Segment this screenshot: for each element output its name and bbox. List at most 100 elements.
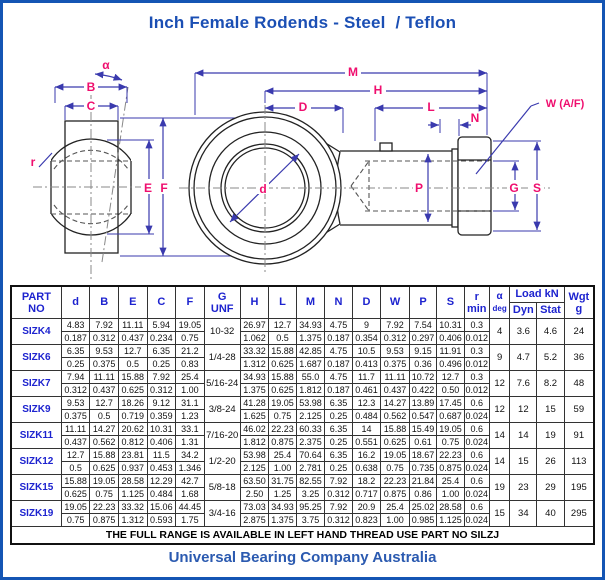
table-cell: 0.422 — [408, 383, 438, 397]
table-cell: 12.7 — [89, 396, 119, 410]
table-cell: 7.92 — [146, 370, 177, 384]
table-cell: 0.406 — [146, 435, 177, 449]
table-cell: 55.0 — [295, 370, 326, 384]
table-cell: 14.27 — [380, 396, 410, 410]
table-cell: 0.312 — [89, 331, 119, 345]
table-cell: 0.6 — [463, 474, 490, 488]
dimension-table-wrapper: PART NO d B E C F G UNF H L M N — [10, 285, 595, 545]
table-cell: 0.625 — [89, 461, 119, 475]
table-cell: 15 — [536, 396, 565, 423]
table-cell: 19.05 — [175, 318, 205, 332]
table-cell: 44.45 — [175, 500, 205, 514]
table-cell: 4.75 — [324, 370, 353, 384]
col-header-L: L — [268, 285, 297, 319]
table-cell: 4.7 — [509, 344, 538, 371]
table-cell: 9.53 — [89, 344, 119, 358]
table-cell: 0.719 — [117, 409, 148, 423]
table-cell: 0.024 — [463, 513, 490, 527]
table-cell: 31.1 — [175, 396, 205, 410]
table-cell: 1.375 — [295, 331, 326, 345]
table-cell: 19 — [488, 474, 511, 501]
table-cell: SIZK19 — [10, 500, 62, 527]
table-cell: 0.937 — [117, 461, 148, 475]
col-header-E: E — [117, 285, 148, 319]
table-cell: 0.562 — [380, 409, 410, 423]
table-cell: 2.50 — [239, 487, 270, 501]
table-cell: 41.28 — [239, 396, 270, 410]
table-cell: 6.35 — [324, 448, 353, 462]
table-cell: 1.375 — [239, 383, 270, 397]
table-cell: 9.53 — [380, 344, 410, 358]
table-cell: 18.67 — [408, 448, 438, 462]
table-cell: SIZK6 — [10, 344, 62, 371]
table-cell: 0.3 — [463, 370, 490, 384]
col-header-part: PART NO — [10, 285, 62, 319]
table-cell: 1.625 — [239, 409, 270, 423]
table-cell: 14 — [351, 422, 382, 436]
table-cell: 8.2 — [536, 370, 565, 397]
table-cell: 7/16-20 — [203, 422, 241, 449]
table-cell: 26.97 — [239, 318, 270, 332]
table-cell: 10.72 — [408, 370, 438, 384]
table-cell: 0.187 — [60, 331, 91, 345]
table-cell: SIZK7 — [10, 370, 62, 397]
table-cell: 0.75 — [436, 435, 465, 449]
table-cell: 1.375 — [268, 513, 297, 527]
table-cell: 1/4-28 — [203, 344, 241, 371]
table-cell: 1.00 — [380, 513, 410, 527]
table-cell: 0.875 — [380, 487, 410, 501]
table-cell: 11.11 — [89, 370, 119, 384]
table-cell: 1.687 — [295, 357, 326, 371]
table-cell: 0.312 — [146, 383, 177, 397]
col-header-H: H — [239, 285, 270, 319]
dim-label-W: W (A/F) — [546, 98, 585, 110]
dim-label-L: L — [427, 100, 434, 114]
table-cell: 0.50 — [436, 383, 465, 397]
technical-drawing: α B C r E F — [31, 58, 585, 279]
table-cell: 3/4-16 — [203, 500, 241, 527]
col-header-S: S — [436, 285, 465, 319]
table-cell: 1.312 — [239, 357, 270, 371]
table-cell: 95.25 — [295, 500, 326, 514]
table-cell: 10.5 — [351, 344, 382, 358]
table-cell: 24 — [563, 318, 595, 345]
table-cell: 19.05 — [268, 396, 297, 410]
table-cell: 28.58 — [117, 474, 148, 488]
table-cell: 2.125 — [295, 409, 326, 423]
table-cell: 0.625 — [268, 357, 297, 371]
table-cell: 12.7 — [436, 370, 465, 384]
table-cell: 0.3 — [463, 318, 490, 332]
table-cell: 4.6 — [536, 318, 565, 345]
table-cell: 4.75 — [324, 344, 353, 358]
table-cell: 11.11 — [117, 318, 148, 332]
table-cell: 0.562 — [89, 435, 119, 449]
table-cell: 0.359 — [146, 409, 177, 423]
table-cell: 13.89 — [408, 396, 438, 410]
dimension-table: PART NO d B E C F G UNF H L M N — [10, 285, 595, 545]
table-cell: 12.7 — [60, 448, 91, 462]
dim-label-r: r — [31, 155, 36, 169]
table-cell: 0.735 — [408, 461, 438, 475]
table-cell: 0.75 — [268, 409, 297, 423]
table-cell: 0.437 — [60, 435, 91, 449]
table-cell: 0.875 — [268, 435, 297, 449]
col-header-wgt-g: Wgt g — [563, 285, 595, 319]
dim-label-C: C — [87, 99, 96, 113]
table-cell: 0.5 — [117, 357, 148, 371]
table-cell: 21.84 — [408, 474, 438, 488]
table-cell: 29 — [536, 474, 565, 501]
table-cell: 19.05 — [380, 448, 410, 462]
table-cell: 5/16-24 — [203, 370, 241, 397]
table-cell: 1.312 — [117, 513, 148, 527]
table-cell: 53.98 — [239, 448, 270, 462]
front-view: d M H D L N — [179, 65, 585, 273]
table-cell: 25.4 — [175, 370, 205, 384]
table-cell: 34.93 — [295, 318, 326, 332]
table-cell: SIZK9 — [10, 396, 62, 423]
table-cell: 0.6 — [463, 422, 490, 436]
table-cell: 0.496 — [436, 357, 465, 371]
side-view: α B C r E F — [31, 58, 245, 279]
table-cell: 1.346 — [175, 461, 205, 475]
table-cell: 7.54 — [408, 318, 438, 332]
